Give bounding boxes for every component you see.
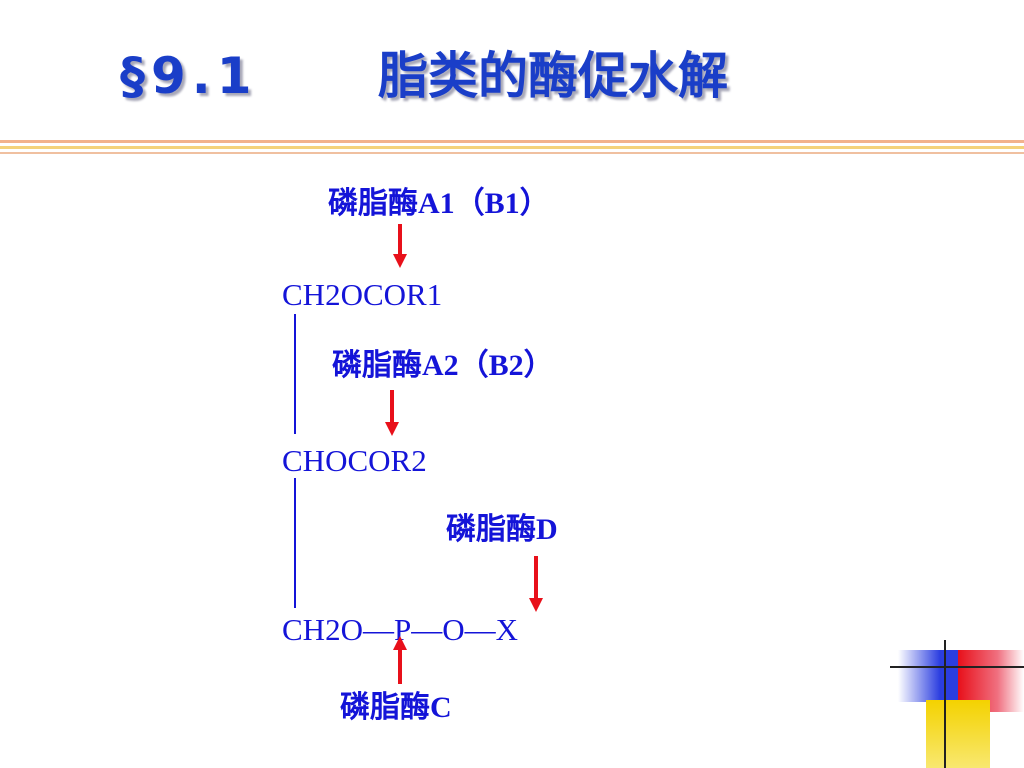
bond-line-upper xyxy=(294,314,296,434)
label-phospholipase-a2: 磷脂酶A2（B2） xyxy=(332,349,554,382)
label-phospholipase-d: 磷脂酶D xyxy=(446,513,558,546)
slide-title: §9.1 脂类的酶促水解 xyxy=(120,36,920,116)
corner-decoration-vline xyxy=(944,640,946,768)
arrow-down-a2 xyxy=(385,390,399,436)
bond-line-lower xyxy=(294,478,296,608)
label-phospholipase-c: 磷脂酶C xyxy=(340,691,452,724)
label-phospholipase-a1: 磷脂酶A1（B1） xyxy=(328,187,550,220)
corner-decoration-blue xyxy=(898,650,958,702)
section-number: §9.1 xyxy=(120,47,258,105)
arrow-down-d xyxy=(529,556,543,612)
formula-row-chocor2: CHOCOR2 xyxy=(282,443,427,478)
title-divider-bottom xyxy=(0,152,1024,154)
corner-decoration-hline xyxy=(890,666,1024,668)
formula-row-ch2ocor1: CH2OCOR1 xyxy=(282,277,443,312)
arrow-down-a1 xyxy=(393,224,407,268)
title-divider-middle xyxy=(0,146,1024,149)
corner-decoration-yellow xyxy=(926,700,990,768)
arrow-up-c xyxy=(393,636,407,684)
title-text: 脂类的酶促水解 xyxy=(378,47,728,105)
title-divider-top xyxy=(0,140,1024,143)
